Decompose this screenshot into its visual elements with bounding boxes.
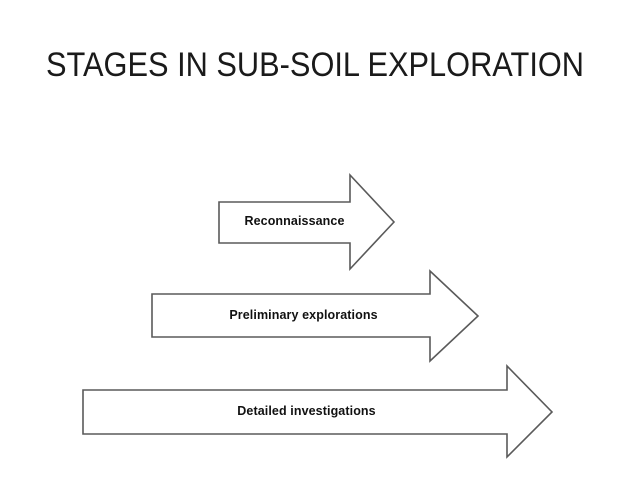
arrow-label-preliminary-explorations: Preliminary explorations [229,308,378,322]
arrow-shape-svg [82,364,554,459]
page-title: STAGES IN SUB-SOIL EXPLORATION [46,46,585,84]
arrow-label-detailed-investigations: Detailed investigations [237,404,376,418]
arrow-shape-svg [151,269,480,363]
process-arrow-detailed-investigations[interactable]: Detailed investigations [82,364,554,459]
right-arrow-icon [218,172,396,272]
right-arrow-icon [82,364,554,459]
right-arrow-icon [151,269,480,363]
process-arrow-preliminary-explorations[interactable]: Preliminary explorations [151,269,480,363]
arrow-label-reconnaissance: Reconnaissance [244,214,345,228]
process-arrow-reconnaissance[interactable]: Reconnaissance [218,172,396,272]
arrow-shape-svg [218,172,396,272]
